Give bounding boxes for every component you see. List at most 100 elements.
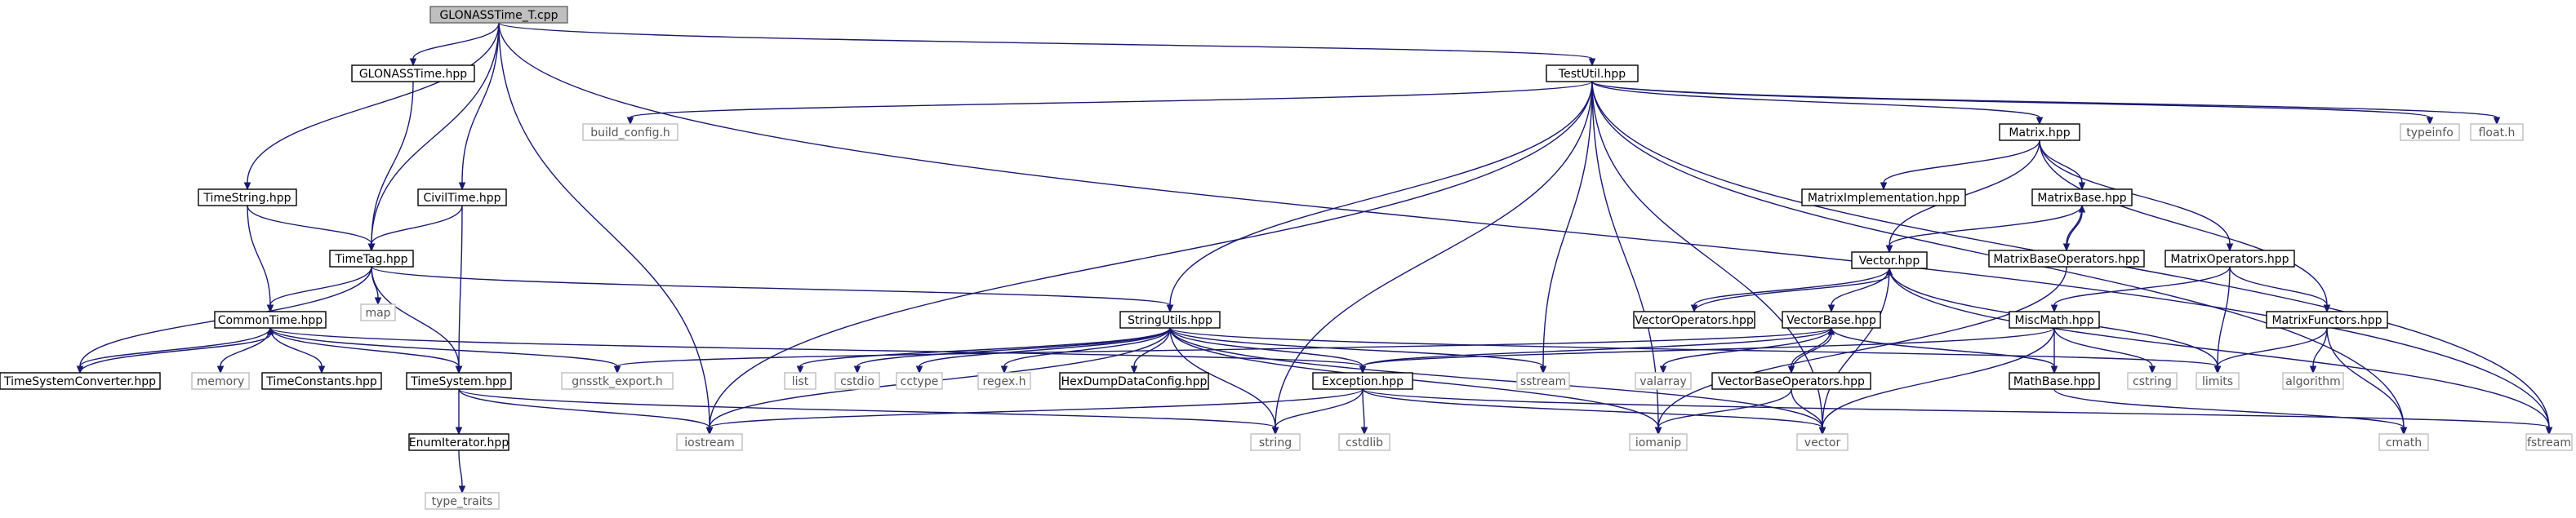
edge-stringutils-to-regexh bbox=[1000, 327, 1171, 374]
edge-commontime-to-tsconverter bbox=[76, 327, 271, 374]
edge-stringutils-to-limits bbox=[1169, 327, 2222, 374]
node-miscmath[interactable]: MiscMath.hpp bbox=[2009, 311, 2100, 329]
node-sstream: sstream bbox=[1516, 372, 1570, 390]
edge-testutil-to-buildconfig bbox=[626, 81, 1593, 126]
node-label: gnsstk_export.h bbox=[572, 375, 663, 388]
node-label: TimeConstants.hpp bbox=[265, 375, 377, 388]
node-buildconfig: build_config.h bbox=[582, 123, 678, 141]
node-vectorhpp[interactable]: Vector.hpp bbox=[1851, 251, 1928, 269]
edge-timetag-to-stringutils bbox=[371, 266, 1174, 313]
node-label: GLONASSTime.hpp bbox=[359, 68, 467, 81]
node-label: MatrixOperators.hpp bbox=[2170, 253, 2289, 266]
node-iostream: iostream bbox=[676, 433, 743, 451]
node-label: Exception.hpp bbox=[1322, 375, 1404, 388]
node-label: CommonTime.hpp bbox=[218, 314, 323, 327]
node-vectorops[interactable]: VectorOperators.hpp bbox=[1633, 311, 1755, 329]
node-timetag[interactable]: TimeTag.hpp bbox=[329, 250, 414, 268]
edge-vectorhpp-to-vectorops bbox=[1690, 268, 1890, 313]
node-enumiterator[interactable]: EnumIterator.hpp bbox=[408, 433, 509, 451]
node-label: MatrixBaseOperators.hpp bbox=[1993, 253, 2139, 266]
node-testutil[interactable]: TestUtil.hpp bbox=[1546, 64, 1639, 82]
node-list: list bbox=[784, 372, 816, 390]
node-label: regex.h bbox=[983, 375, 1026, 388]
node-mathbase[interactable]: MathBase.hpp bbox=[2009, 372, 2100, 390]
edge-civiltime-to-timetag bbox=[367, 205, 463, 252]
node-typetraits: type_traits bbox=[425, 492, 500, 510]
node-timesystem[interactable]: TimeSystem.hpp bbox=[406, 372, 512, 390]
node-matrix[interactable]: Matrix.hpp bbox=[1999, 123, 2080, 141]
node-label: valarray bbox=[1639, 375, 1686, 388]
edge-matrixops-to-miscmath bbox=[2050, 266, 2231, 313]
edge-exception-to-fstream bbox=[1362, 388, 2553, 436]
edge-matrix-to-matrixops bbox=[2039, 139, 2234, 252]
node-label: sstream bbox=[1520, 375, 1566, 388]
node-cmath: cmath bbox=[2378, 433, 2429, 451]
node-label: TimeSystem.hpp bbox=[410, 375, 507, 388]
node-matrixbaseops[interactable]: MatrixBaseOperators.hpp bbox=[1988, 250, 2145, 268]
edge-matrix-to-matrixfunctors bbox=[2039, 139, 2331, 313]
node-matriximpl[interactable]: MatrixImplementation.hpp bbox=[1801, 188, 1966, 206]
node-label: algorithm bbox=[2285, 375, 2341, 388]
node-glonasstime[interactable]: GLONASSTime.hpp bbox=[351, 64, 475, 82]
edge-stringutils-to-sstream bbox=[1169, 327, 1547, 374]
edge-vectorbaseops-to-iomanip bbox=[1654, 388, 1792, 436]
node-vectorbase[interactable]: VectorBase.hpp bbox=[1782, 311, 1881, 329]
edge-timestring-to-timetag bbox=[247, 205, 376, 252]
node-label: TestUtil.hpp bbox=[1558, 68, 1626, 81]
node-matrixfunctors[interactable]: MatrixFunctors.hpp bbox=[2266, 311, 2388, 329]
edge-commontime-to-timeconstants bbox=[269, 327, 326, 374]
node-tsconverter[interactable]: TimeSystemConverter.hpp bbox=[0, 372, 161, 390]
edge-root-to-civiltime bbox=[458, 22, 500, 191]
node-typeinfo: typeinfo bbox=[2400, 123, 2460, 141]
node-vector: vector bbox=[1796, 433, 1849, 451]
node-label: VectorBaseOperators.hpp bbox=[1718, 375, 1865, 388]
node-algorithm: algorithm bbox=[2282, 372, 2344, 390]
edge-exception-to-iostream bbox=[705, 388, 1364, 436]
edge-matrixbase-to-vectorhpp bbox=[1885, 205, 2083, 254]
node-label: limits bbox=[2202, 375, 2233, 388]
edge-vectorhpp-to-vectorbase bbox=[1827, 268, 1890, 313]
node-timeconstants[interactable]: TimeConstants.hpp bbox=[261, 372, 382, 390]
edge-testutil-to-stringutils bbox=[1166, 81, 1593, 313]
node-cstdlib: cstdlib bbox=[1338, 433, 1390, 451]
edge-exception-to-vector bbox=[1362, 388, 1826, 436]
edge-matrixfunctors-to-algorithm bbox=[2309, 327, 2328, 374]
node-limits: limits bbox=[2196, 372, 2240, 390]
node-matrixbase[interactable]: MatrixBase.hpp bbox=[2031, 188, 2133, 206]
node-label: MathBase.hpp bbox=[2013, 375, 2095, 388]
edge-root-to-testutil bbox=[498, 22, 1596, 67]
node-commontime[interactable]: CommonTime.hpp bbox=[214, 311, 327, 329]
node-fstream: fstream bbox=[2525, 433, 2573, 451]
node-exception[interactable]: Exception.hpp bbox=[1312, 372, 1413, 390]
node-label: float.h bbox=[2479, 126, 2516, 139]
node-label: cstring bbox=[2133, 375, 2172, 388]
node-label: MatrixBase.hpp bbox=[2037, 192, 2126, 205]
edge-timetag-to-commontime bbox=[266, 266, 372, 313]
edge-stringutils-to-iomanip bbox=[1169, 327, 1662, 436]
edge-vectorbase-to-mathbase bbox=[1831, 327, 2058, 374]
node-label: cstdlib bbox=[1346, 436, 1383, 449]
node-label: string bbox=[1259, 436, 1292, 449]
node-hexdump[interactable]: HexDumpDataConfig.hpp bbox=[1059, 372, 1209, 390]
node-timestring[interactable]: TimeString.hpp bbox=[198, 188, 297, 206]
node-label: cctype bbox=[901, 375, 939, 388]
node-root: GLONASSTime_T.cpp bbox=[429, 6, 568, 24]
edge-stringutils-to-hexdump bbox=[1130, 327, 1171, 374]
edge-testutil-to-matrix bbox=[1591, 81, 2044, 126]
node-label: build_config.h bbox=[590, 126, 670, 139]
edge-timesystem-to-iostream bbox=[458, 388, 714, 436]
node-matrixops[interactable]: MatrixOperators.hpp bbox=[2164, 250, 2295, 268]
node-label: MiscMath.hpp bbox=[2014, 314, 2093, 327]
node-map: map bbox=[360, 303, 396, 321]
edge-stringutils-to-cctype bbox=[915, 327, 1171, 374]
edge-root-to-glonasstime bbox=[409, 22, 500, 67]
node-label: list bbox=[792, 375, 809, 388]
edge-vectorops-to-vectorhpp bbox=[1693, 267, 1893, 312]
node-label: VectorBase.hpp bbox=[1786, 314, 1876, 327]
node-vectorbaseops[interactable]: VectorBaseOperators.hpp bbox=[1711, 372, 1871, 390]
edge-miscmath-to-mathbase bbox=[2050, 328, 2058, 374]
node-stringutils[interactable]: StringUtils.hpp bbox=[1119, 311, 1221, 329]
node-civiltime[interactable]: CivilTime.hpp bbox=[417, 188, 507, 206]
